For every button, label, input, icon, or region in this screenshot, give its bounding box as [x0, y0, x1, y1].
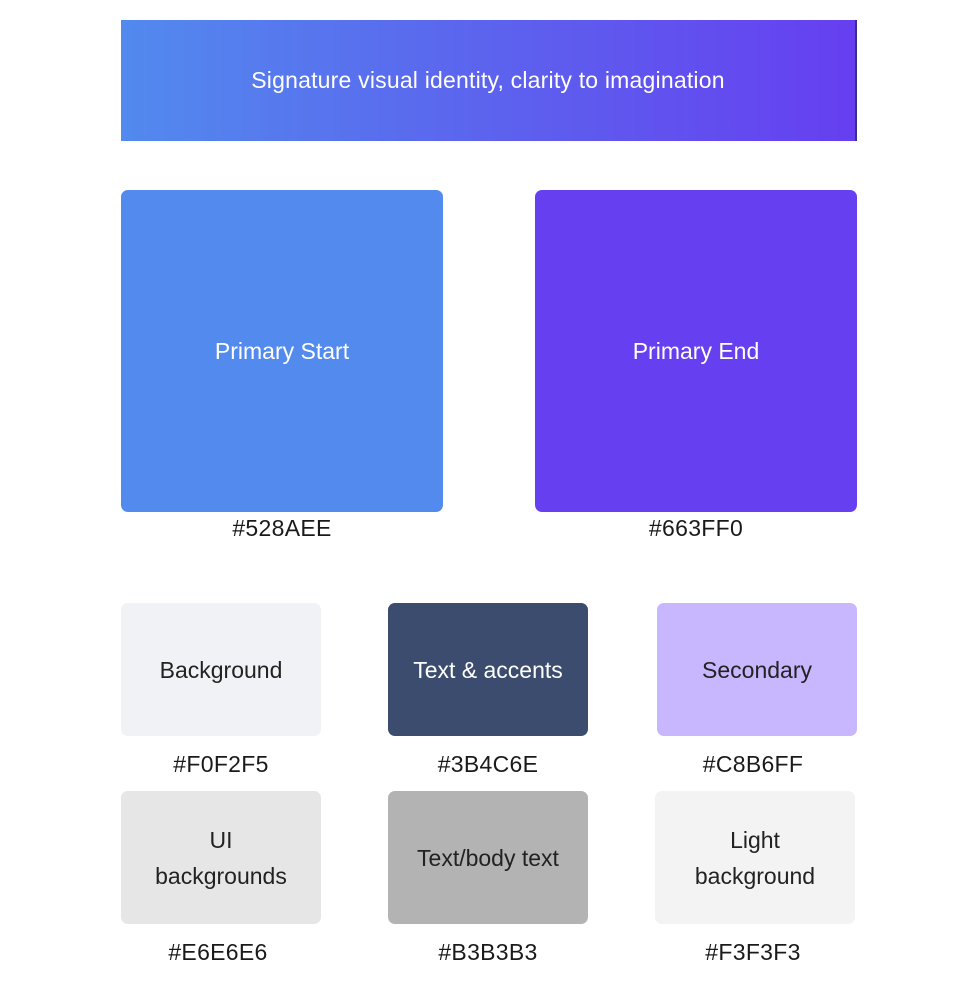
swatch-label: Text & accents: [413, 656, 563, 683]
swatch-hex-primary-end: #663FF0: [648, 515, 744, 541]
swatch-secondary: Secondary: [657, 603, 857, 736]
swatch-hex-background: #F0F2F5: [173, 751, 269, 777]
swatch-hex-text-accents: #3B4C6E: [437, 751, 539, 777]
swatch-hex-primary-start: #528AEE: [232, 515, 332, 541]
banner-tagline: Signature visual identity, clarity to im…: [251, 67, 725, 93]
swatch-background: Background: [121, 603, 321, 736]
swatch-hex-text-body: #B3B3B3: [438, 939, 538, 965]
brand-gradient-banner: Signature visual identity, clarity to im…: [121, 20, 857, 141]
swatch-label: Secondary: [702, 656, 812, 683]
swatch-label: Text/body text: [417, 844, 559, 871]
swatch-primary-end: Primary End: [535, 190, 857, 512]
swatch-label: Primary End: [632, 337, 760, 364]
swatch-label: UI backgrounds: [155, 826, 287, 889]
swatch-text-accents: Text & accents: [388, 603, 588, 736]
swatch-label: Primary Start: [214, 337, 350, 364]
swatch-light-background: Light background: [655, 791, 855, 924]
swatch-hex-secondary: #C8B6FF: [702, 751, 804, 777]
swatch-hex-light-background: #F3F3F3: [705, 939, 801, 965]
swatch-label: Background: [159, 656, 283, 683]
swatch-primary-start: Primary Start: [121, 190, 443, 512]
swatch-hex-ui-backgrounds: #E6E6E6: [168, 939, 268, 965]
swatch-text-body: Text/body text: [388, 791, 588, 924]
swatch-ui-backgrounds: UI backgrounds: [121, 791, 321, 924]
swatch-label: Light background: [694, 826, 816, 889]
